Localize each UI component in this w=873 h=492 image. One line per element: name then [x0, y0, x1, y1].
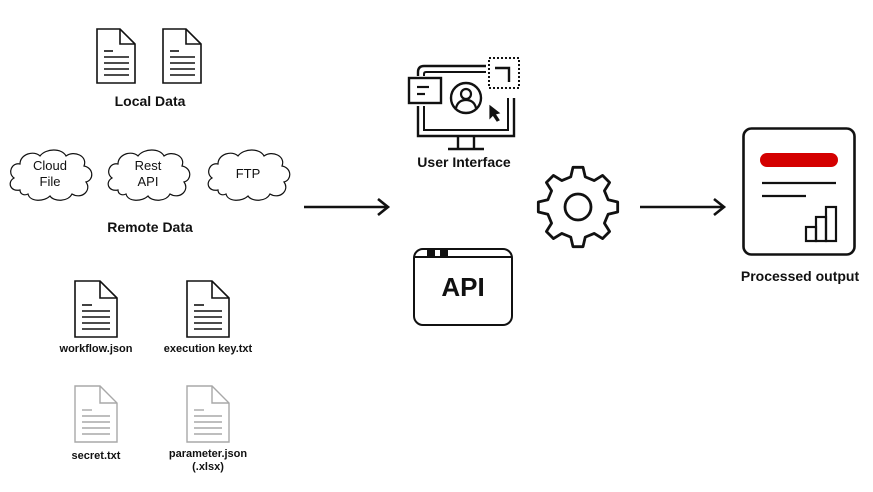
parameter-file-icon: [186, 385, 230, 443]
local-data-label: Local Data: [114, 93, 186, 109]
cloud-icon: [207, 149, 291, 201]
ftp-label: FTP: [235, 166, 261, 181]
arrow-right-icon: [304, 197, 391, 217]
secret-file-icon: [74, 385, 118, 443]
local-document-icon-2: [162, 28, 202, 84]
report-icon: [742, 127, 856, 256]
user-interface-label: User Interface: [417, 154, 511, 170]
processed-output-label: Processed output: [740, 268, 860, 284]
api-window-titlebar: [415, 256, 511, 258]
secret-file-label: secret.txt: [71, 450, 121, 462]
execution-key-file-icon: [186, 280, 230, 338]
api-label: API: [441, 272, 485, 302]
cloud-icon: [9, 149, 93, 201]
parameter-file-label: parameter.json (.xlsx): [168, 448, 248, 473]
workflow-file-label: workflow.json: [59, 343, 133, 355]
window-dot-icon: [440, 248, 448, 256]
remote-data-label: Remote Data: [107, 219, 193, 235]
execution-key-file-label: execution key.txt: [163, 343, 253, 355]
local-document-icon-1: [96, 28, 136, 84]
workflow-file-icon: [74, 280, 118, 338]
api-window-icon: API: [413, 248, 513, 326]
rest-api-label: Rest API: [134, 158, 162, 189]
cloud-file-label: Cloud File: [33, 158, 67, 189]
user-interface-icon: [407, 57, 520, 151]
cloud-icon: [107, 149, 191, 201]
gear-icon: [536, 165, 620, 249]
report-title-bar: [760, 153, 838, 167]
window-dot-icon: [427, 248, 435, 256]
arrow-right-icon: [640, 197, 727, 217]
